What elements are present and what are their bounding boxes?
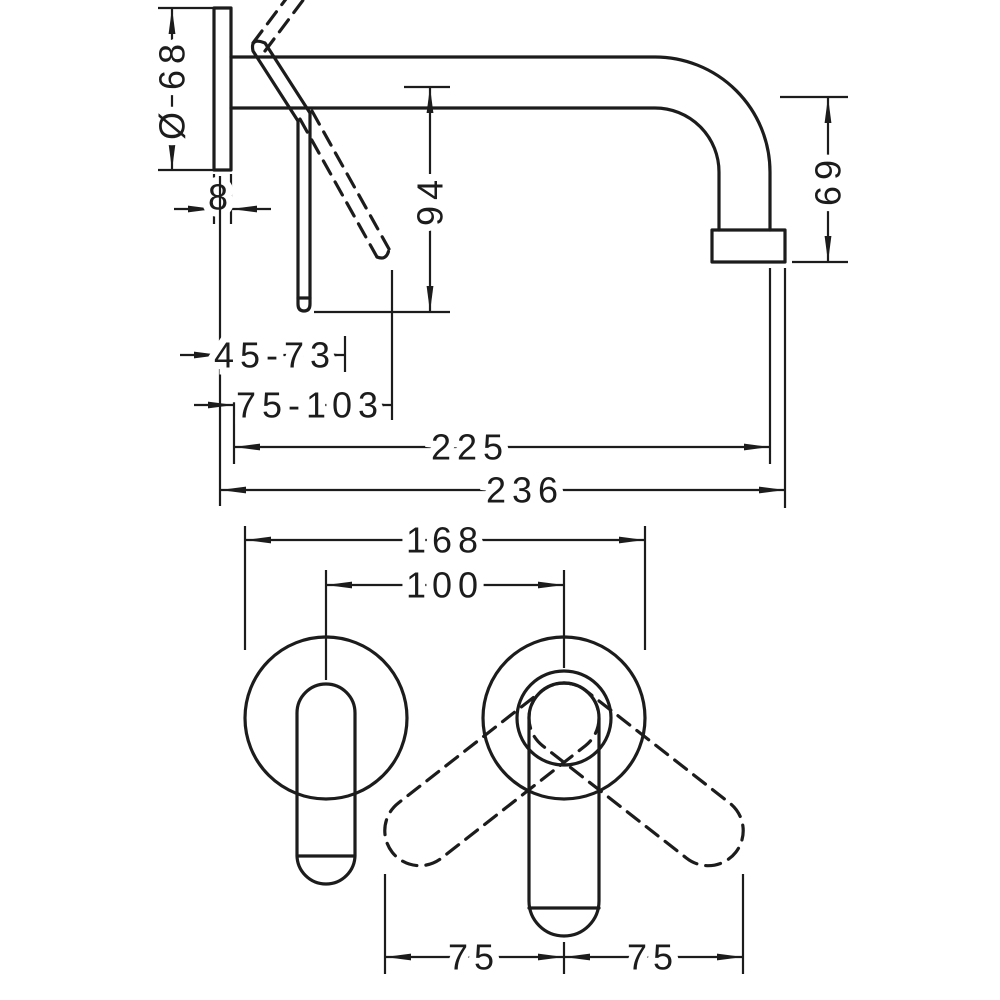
dashed-forward-tip (375, 247, 391, 260)
dashed-forward-edge-2 (310, 109, 391, 251)
dim-label-lever-range-b: 75-103 (236, 385, 384, 426)
wall-plate-outline (212, 6, 233, 172)
lever-handle-dashed-forward (298, 109, 391, 260)
dim-label-total-depth: 236 (486, 470, 564, 511)
dimension-lever-range-b: 75-103 (194, 270, 394, 464)
right-lever-capsule (527, 681, 601, 938)
spout-outer-edge (229, 55, 772, 232)
dimension-centre-distance: 100 (324, 558, 566, 680)
lever-handle-solid (250, 39, 312, 313)
dim-label-lever-length: 94 (410, 174, 451, 226)
dim-label-centre-distance: 100 (406, 565, 484, 606)
dimension-lever-swing: 75 75 (383, 874, 745, 985)
dashed-forward-edge-1 (298, 117, 379, 259)
dimension-total-depth: 236 (220, 268, 787, 518)
dashed-raised-edge-1 (263, 0, 306, 53)
dimension-overall-width: 168 (243, 513, 647, 650)
dim-label-swing-left: 75 (448, 937, 500, 978)
dim-label-swing-right: 75 (627, 937, 679, 978)
dimension-spout-drop: 69 (780, 95, 856, 264)
front-view (243, 635, 745, 938)
dim-label-lever-range-a: 45-73 (214, 335, 336, 376)
dimension-plate-depth: 8 (174, 170, 271, 225)
aerator (710, 228, 787, 264)
right-lever-hub-circle (515, 669, 613, 767)
lever-handle-dashed-raised (251, 0, 306, 53)
dashed-raised-edge-2 (251, 0, 288, 45)
side-view (212, 0, 787, 313)
dimension-lever-length: 94 (314, 85, 458, 314)
dim-label-overall-width: 168 (406, 520, 484, 561)
dim-label-spout-drop: 69 (808, 154, 849, 206)
mixer-escutcheon-right (383, 635, 745, 938)
left-lever-capsule (295, 682, 357, 886)
wall-plate (212, 6, 233, 172)
dim-label-spout-reach: 225 (431, 427, 509, 468)
lever-stick-outline (296, 111, 312, 313)
spout (229, 55, 787, 264)
dimension-plate-diameter: Ø 68 (145, 6, 214, 172)
dimension-spout-reach: 225 (234, 268, 772, 475)
dimension-lever-range-a: 45-73 (180, 176, 347, 506)
dim-label-plate-diameter: Ø 68 (152, 38, 193, 140)
spout-inner-edge (229, 106, 721, 232)
